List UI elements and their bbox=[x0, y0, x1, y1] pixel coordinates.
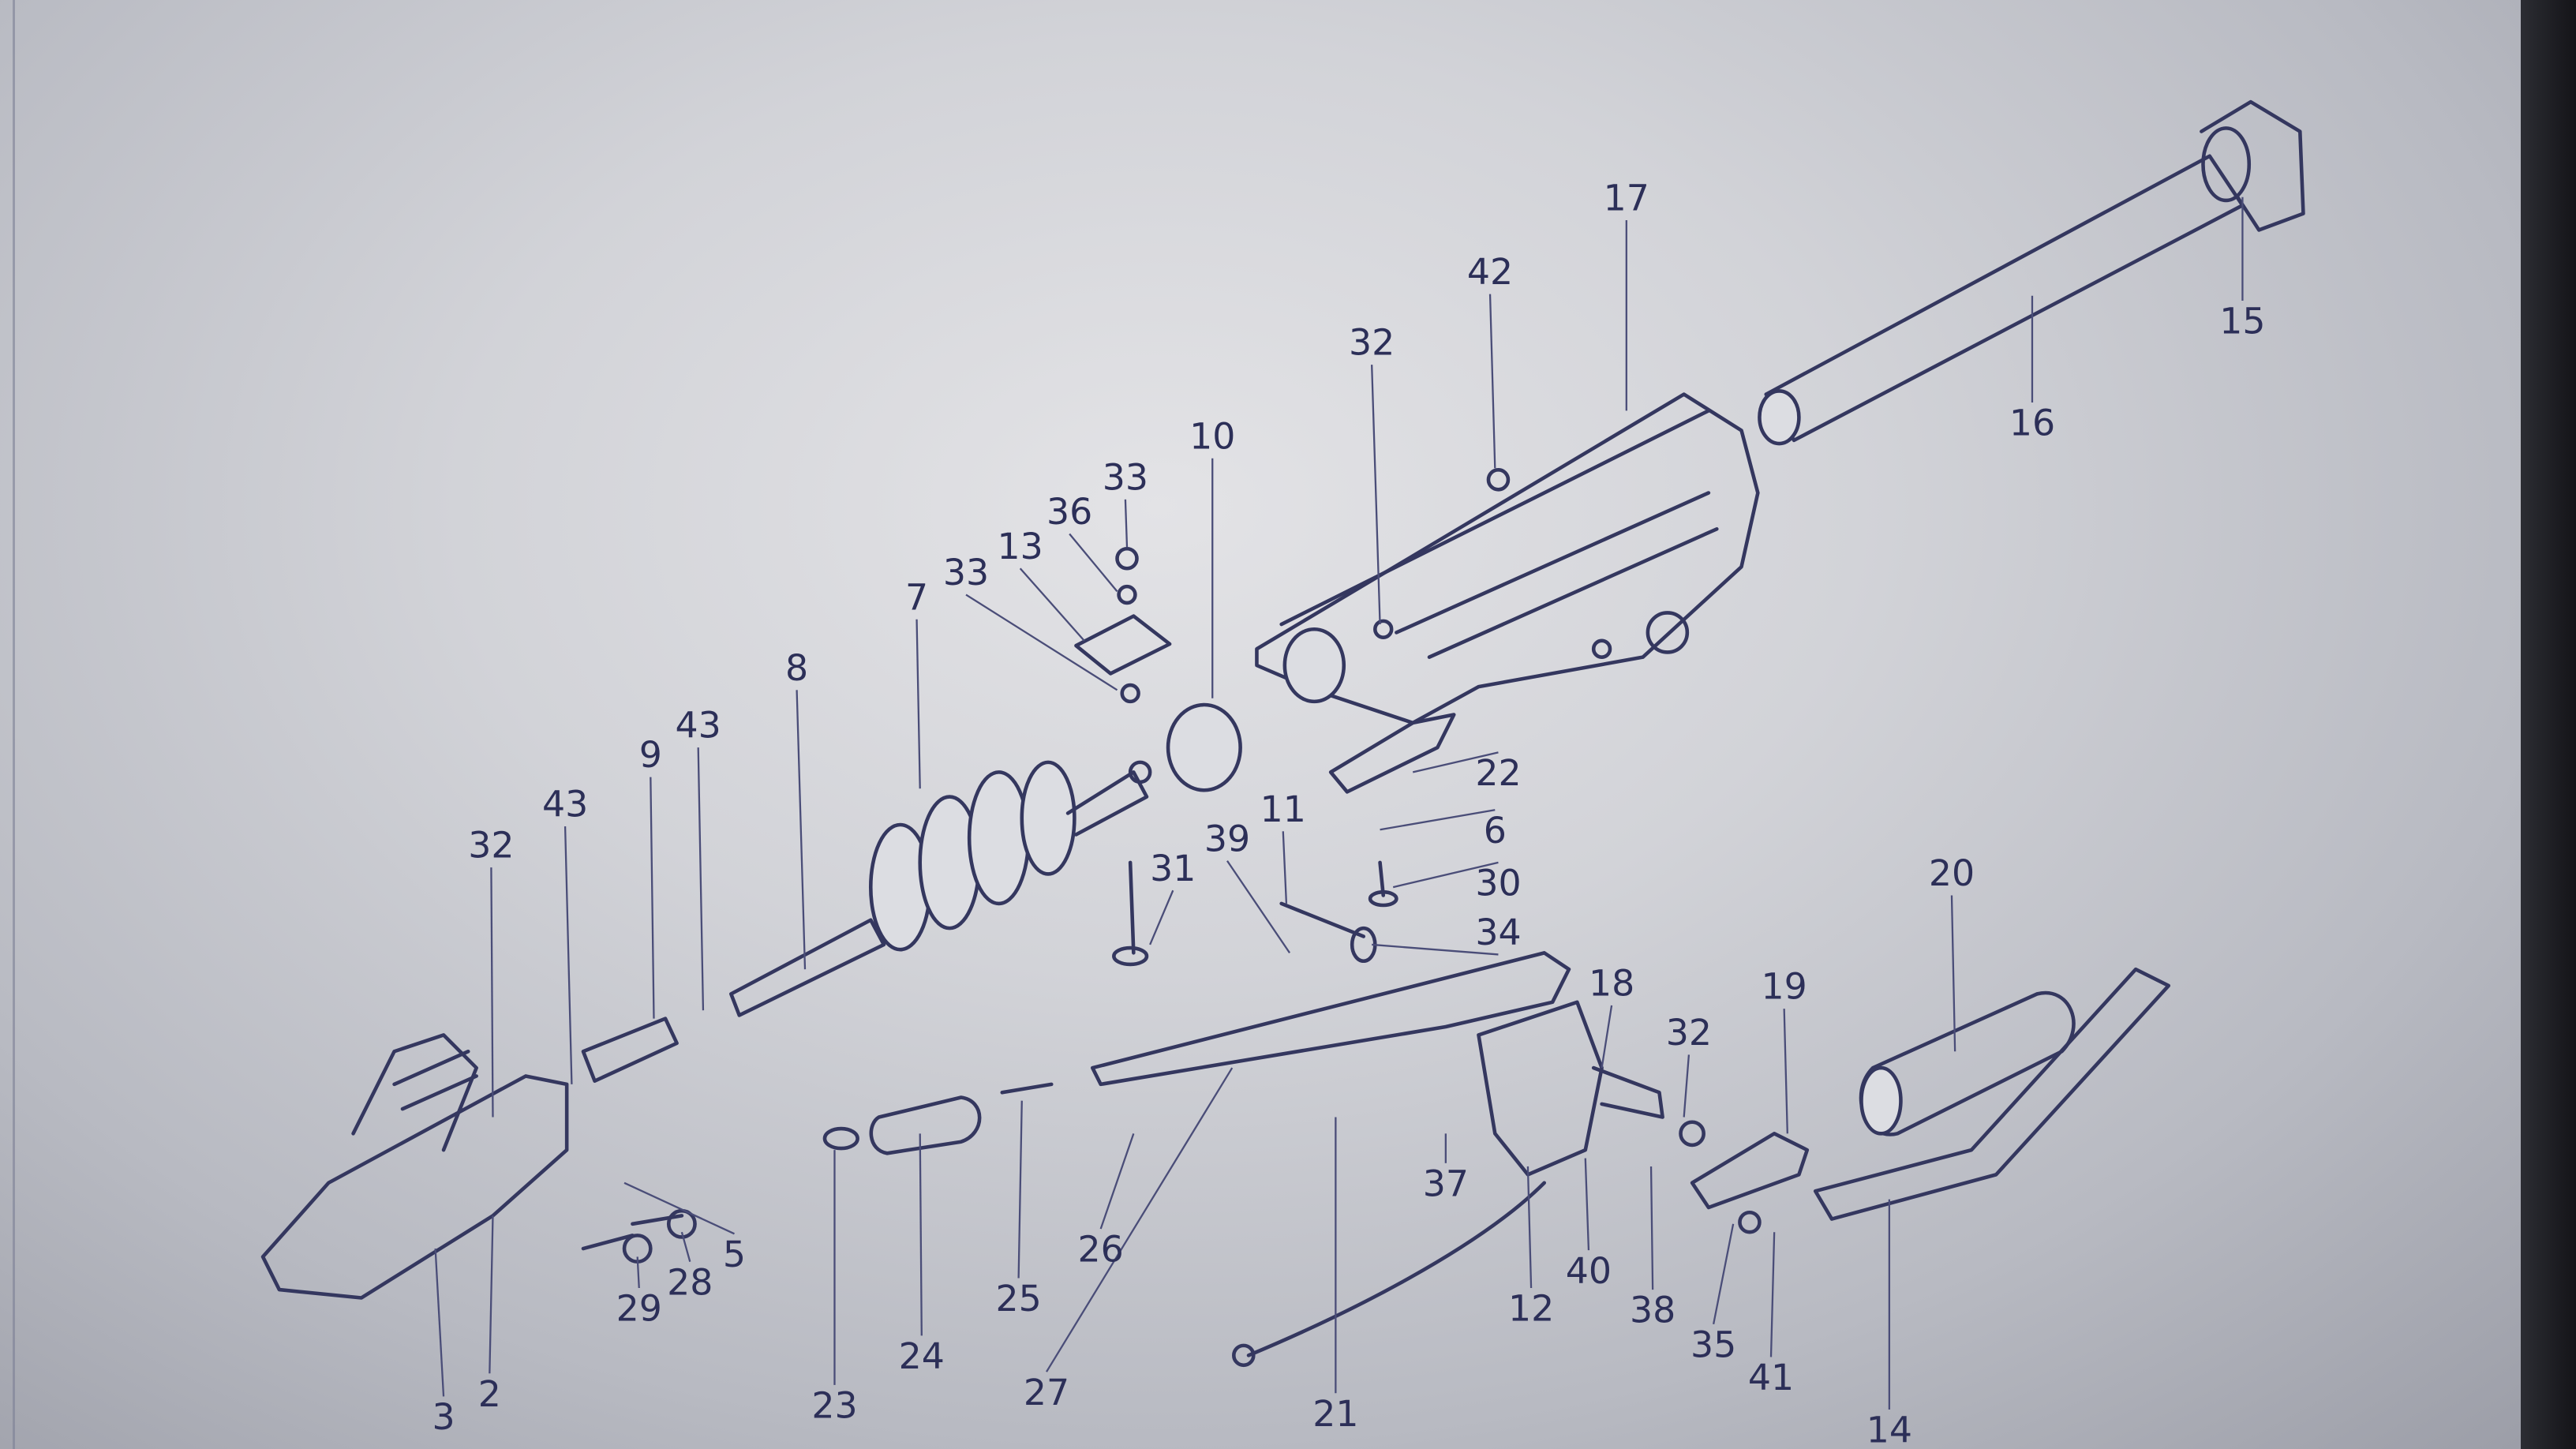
part-number-label: 5 bbox=[723, 1233, 746, 1275]
part-number-label: 40 bbox=[1566, 1249, 1612, 1292]
leader-line bbox=[965, 593, 1118, 691]
leader-line bbox=[1017, 1100, 1023, 1279]
part-number-label: 30 bbox=[1475, 861, 1521, 904]
leader-line bbox=[1372, 943, 1499, 956]
leader-line bbox=[1713, 1223, 1735, 1325]
leader-line bbox=[919, 1133, 923, 1336]
part-number-label: 38 bbox=[1630, 1289, 1676, 1331]
part-number-label: 11 bbox=[1260, 788, 1306, 830]
part-number-label: 31 bbox=[1150, 847, 1196, 889]
part-number-label: 3 bbox=[432, 1395, 455, 1438]
leader-line bbox=[1601, 1005, 1613, 1069]
part-number-label: 10 bbox=[1189, 414, 1235, 457]
part-number-label: 24 bbox=[899, 1335, 945, 1377]
page-border bbox=[13, 0, 15, 1449]
leader-line bbox=[1683, 1054, 1690, 1118]
part-number-label: 39 bbox=[1204, 817, 1250, 859]
part-number-label: 26 bbox=[1078, 1228, 1124, 1271]
part-number-label: 9 bbox=[639, 733, 662, 776]
leader-line bbox=[490, 867, 494, 1118]
part-number-label: 2 bbox=[478, 1372, 501, 1415]
part-number-label: 36 bbox=[1046, 490, 1092, 533]
part-number-label: 19 bbox=[1762, 965, 1807, 1008]
leader-line bbox=[489, 1215, 494, 1374]
part-number-label: 32 bbox=[1349, 321, 1395, 364]
leader-line bbox=[1149, 889, 1174, 945]
leader-line bbox=[1950, 895, 1956, 1052]
leader-line bbox=[697, 747, 705, 1011]
part-number-label: 27 bbox=[1024, 1371, 1069, 1413]
part-number-label: 14 bbox=[1866, 1409, 1912, 1449]
part-number-label: 6 bbox=[1484, 809, 1507, 852]
part-number-label: 33 bbox=[943, 551, 989, 593]
part-number-label: 32 bbox=[1666, 1011, 1712, 1054]
rod-8 bbox=[729, 702, 1242, 1017]
leader-line bbox=[1488, 294, 1496, 469]
leader-line bbox=[680, 1231, 691, 1263]
small-parts bbox=[1074, 468, 1511, 967]
photo-dark-edge bbox=[2521, 0, 2576, 1449]
leader-line bbox=[623, 1181, 735, 1235]
part-number-label: 21 bbox=[1312, 1392, 1358, 1435]
leader-line bbox=[650, 777, 655, 1019]
leader-line bbox=[1649, 1166, 1654, 1290]
leader-line bbox=[1371, 365, 1381, 625]
leader-line bbox=[1783, 1009, 1788, 1134]
part-number-label: 25 bbox=[995, 1277, 1041, 1320]
part-number-label: 28 bbox=[667, 1260, 713, 1303]
part-number-label: 12 bbox=[1508, 1287, 1554, 1330]
part-number-label: 43 bbox=[542, 783, 588, 826]
part-number-label: 34 bbox=[1475, 911, 1521, 953]
part-number-label: 32 bbox=[468, 824, 514, 867]
bellows-7 bbox=[868, 760, 1152, 952]
part-number-label: 17 bbox=[1604, 176, 1649, 219]
coupling-head bbox=[260, 1017, 697, 1300]
part-number-label: 29 bbox=[616, 1287, 662, 1330]
part-number-label: 33 bbox=[1103, 455, 1148, 498]
leader-line bbox=[1526, 1166, 1533, 1289]
leader-line bbox=[1769, 1232, 1776, 1357]
part-number-label: 41 bbox=[1748, 1356, 1794, 1398]
leader-line bbox=[1124, 499, 1129, 548]
part-number-label: 42 bbox=[1467, 250, 1513, 293]
part-number-label: 8 bbox=[785, 646, 808, 689]
part-number-label: 20 bbox=[1929, 852, 1975, 894]
part-number-label: 16 bbox=[2009, 402, 2055, 444]
damper-19-20-14 bbox=[1679, 967, 2171, 1234]
lever-26 bbox=[822, 951, 1664, 1368]
leader-line bbox=[1019, 567, 1085, 642]
part-number-label: 35 bbox=[1690, 1323, 1736, 1365]
leader-line bbox=[1380, 809, 1496, 831]
part-number-label: 13 bbox=[998, 525, 1043, 567]
part-number-label: 23 bbox=[811, 1383, 857, 1426]
leader-line bbox=[434, 1248, 445, 1397]
housing-17 bbox=[1255, 392, 1760, 794]
part-number-label: 43 bbox=[676, 704, 721, 747]
part-number-label: 18 bbox=[1589, 961, 1634, 1004]
part-number-label: 7 bbox=[905, 575, 928, 618]
leader-line bbox=[1226, 860, 1291, 953]
leader-line bbox=[1069, 533, 1118, 593]
part-number-label: 22 bbox=[1475, 751, 1521, 794]
part-number-label: 37 bbox=[1423, 1162, 1469, 1204]
leader-line bbox=[1392, 861, 1499, 889]
leader-line bbox=[1282, 831, 1288, 904]
leader-line bbox=[1412, 751, 1499, 773]
part-number-label: 15 bbox=[2219, 300, 2265, 343]
leader-line bbox=[796, 690, 807, 970]
leader-line bbox=[636, 1256, 640, 1289]
leader-line bbox=[915, 619, 921, 789]
leader-line bbox=[564, 826, 573, 1084]
leader-line bbox=[1046, 1067, 1234, 1372]
leader-line bbox=[1584, 1158, 1590, 1251]
leader-line bbox=[1099, 1133, 1135, 1230]
